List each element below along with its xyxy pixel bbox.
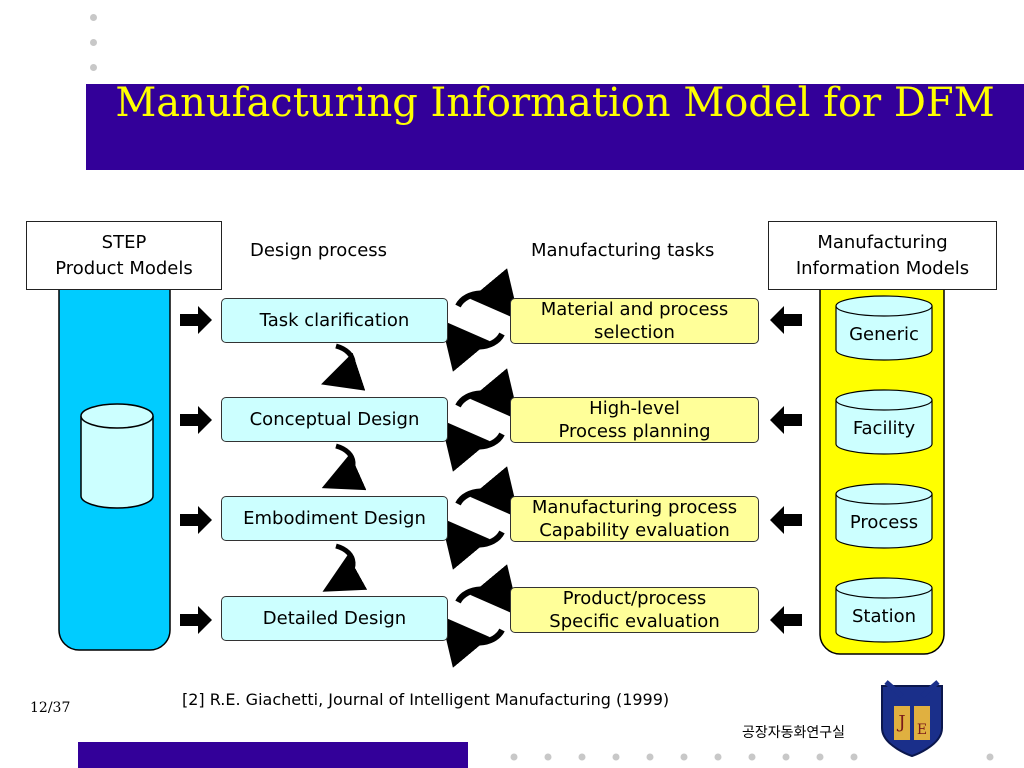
mfg-task-line1: High-level: [589, 398, 680, 419]
mfg-task-line2: Process planning: [558, 421, 711, 442]
mfg-task-line1: Product/process: [562, 588, 707, 609]
left-arrow-icon: [770, 406, 802, 434]
design-step-task-clarification: Task clarification: [221, 298, 448, 343]
step-product-models-label: STEP Product Models: [26, 221, 222, 290]
footer-bar: [78, 742, 468, 768]
manufacturing-tasks-heading: Manufacturing tasks: [531, 240, 715, 261]
mfg-task-line2: selection: [594, 322, 675, 343]
left-arrow-icon: [770, 606, 802, 634]
mfg-task-capability-evaluation: Manufacturing process Capability evaluat…: [510, 496, 759, 542]
flow-down-arrow-icon: [321, 443, 367, 491]
flow-down-arrow-icon: [322, 543, 368, 592]
lab-name: 공장자동화연구실: [742, 725, 846, 741]
decor-dot: [90, 64, 97, 71]
facility-cylinder-shape: [835, 389, 933, 455]
cycle-arrows-icon: [440, 564, 520, 668]
reference-citation: [2] R.E. Giachetti, Journal of Intellige…: [182, 690, 670, 709]
slide-title: Manufacturing Information Model for DFM: [115, 80, 995, 126]
mfg-task-specific-evaluation: Product/process Specific evaluation: [510, 587, 759, 633]
mfg-task-process-planning: High-level Process planning: [510, 397, 759, 443]
mfg-task-material-selection: Material and process selection: [510, 298, 759, 344]
right-arrow-icon: [180, 406, 212, 434]
design-step-detailed: Detailed Design: [221, 596, 448, 641]
title-bar: [86, 84, 1024, 170]
mfg-task-line1: Manufacturing process: [531, 497, 738, 518]
database-icon: [80, 403, 154, 509]
decor-dots-row: [510, 753, 994, 761]
left-arrow-icon: [770, 506, 802, 534]
right-arrow-icon: [180, 606, 212, 634]
mim-label: Manufacturing Information Models: [768, 221, 997, 290]
design-step-embodiment: Embodiment Design: [221, 496, 448, 541]
station-cylinder-shape: [835, 577, 933, 643]
right-arrow-icon: [180, 306, 212, 334]
svg-text:J: J: [896, 712, 905, 733]
generic-cylinder-shape: [835, 295, 933, 361]
left-arrow-icon: [770, 306, 802, 334]
design-process-heading: Design process: [250, 240, 388, 261]
mfg-task-line2: Specific evaluation: [549, 611, 720, 632]
info-model-station: Station: [852, 606, 916, 627]
mfg-task-line2: Capability evaluation: [539, 520, 730, 541]
step-label-line1: STEP: [101, 231, 147, 253]
cycle-arrows-icon: [440, 368, 520, 472]
design-step-conceptual: Conceptual Design: [221, 397, 448, 442]
cycle-arrows-icon: [440, 268, 520, 372]
cycle-arrows-icon: [440, 466, 520, 570]
decor-dot: [90, 14, 97, 21]
page-number: 12/37: [30, 700, 71, 716]
info-model-facility: Facility: [852, 418, 916, 439]
mfg-task-line1: Material and process: [540, 299, 729, 320]
right-arrow-icon: [180, 506, 212, 534]
decor-dot: [90, 39, 97, 46]
mim-label-line1: Manufacturing: [817, 231, 948, 253]
step-label-line2: Product Models: [55, 257, 193, 279]
lab-emblem-logo: J E: [881, 680, 943, 758]
mim-label-line2: Information Models: [795, 257, 970, 279]
process-cylinder-shape: [835, 483, 933, 549]
info-model-generic: Generic: [849, 324, 919, 345]
svg-text:E: E: [917, 722, 927, 738]
flow-down-arrow-icon: [321, 343, 366, 391]
info-model-process: Process: [849, 512, 919, 533]
